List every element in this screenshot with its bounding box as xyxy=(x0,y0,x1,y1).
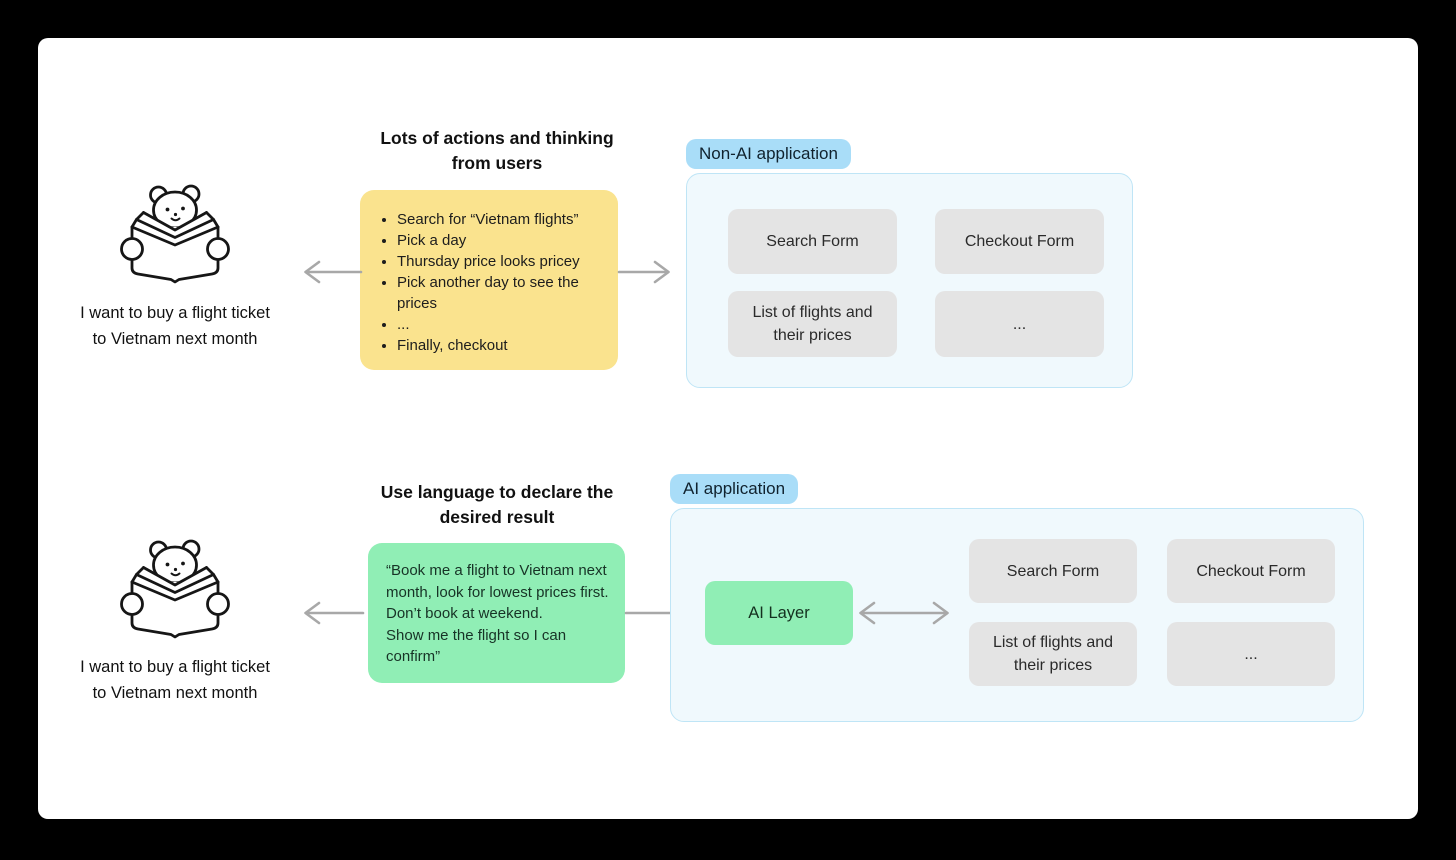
flight-list-box: List of flights and their prices xyxy=(969,622,1137,686)
search-form-box: Search Form xyxy=(969,539,1137,603)
list-item: Thursday price looks pricey xyxy=(397,251,602,272)
user-prompt-note: “Book me a flight to Vietnam next month,… xyxy=(368,543,625,683)
checkout-form-box: Checkout Form xyxy=(935,209,1104,274)
arrow-left-icon xyxy=(299,599,365,627)
list-item: Pick a day xyxy=(397,230,602,251)
arrow-right-icon xyxy=(617,258,675,286)
ai-layer-box: AI Layer xyxy=(705,581,853,645)
list-item: Search for “Vietnam flights” xyxy=(397,209,602,230)
list-item: Finally, checkout xyxy=(397,335,602,356)
non-ai-application-container: Search Form Checkout Form List of flight… xyxy=(686,173,1133,388)
user-goal-caption: I want to buy a flight ticket to Vietnam… xyxy=(80,304,270,348)
top-section-title: Lots of actions and thinking from users xyxy=(380,128,614,173)
user-goal-caption: I want to buy a flight ticket to Vietnam… xyxy=(80,658,270,702)
user-actions-note: Search for “Vietnam flights” Pick a day … xyxy=(360,190,618,370)
ellipsis-box: ... xyxy=(935,291,1104,357)
arrow-left-icon xyxy=(299,258,363,286)
flight-list-box: List of flights and their prices xyxy=(728,291,897,357)
ai-application-badge: AI application xyxy=(670,474,799,504)
bear-reading-icon xyxy=(120,183,230,287)
user-actions-list: Search for “Vietnam flights” Pick a day … xyxy=(380,209,602,356)
search-form-box: Search Form xyxy=(728,209,897,274)
ellipsis-box: ... xyxy=(1167,622,1335,686)
list-item: Pick another day to see the prices xyxy=(397,272,602,314)
bottom-section-title: Use language to declare the desired resu… xyxy=(380,482,614,527)
checkout-form-box: Checkout Form xyxy=(1167,539,1335,603)
bear-reading-icon xyxy=(120,538,230,642)
ai-application-container: AI Layer Search Form Checkout Form List … xyxy=(670,508,1364,722)
non-ai-application-badge: Non-AI application xyxy=(686,139,851,169)
arrow-both-icon xyxy=(854,599,954,627)
list-item: ... xyxy=(397,314,602,335)
